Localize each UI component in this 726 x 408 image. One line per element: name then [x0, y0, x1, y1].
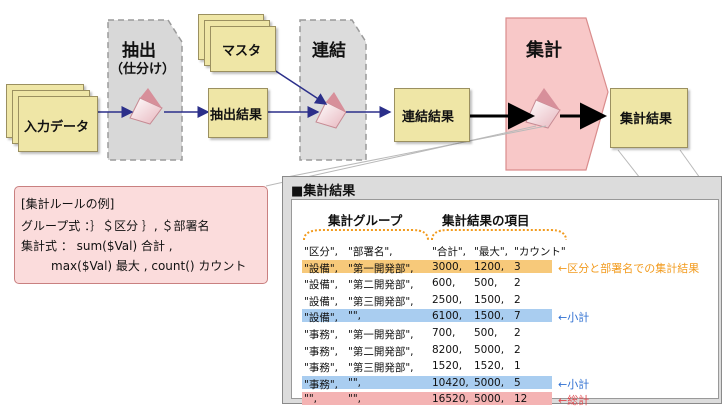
row-note: ←区分と部署名での集計結果: [558, 261, 700, 275]
table-cell: 500,: [474, 277, 498, 290]
table-cell: "事務",: [304, 362, 338, 375]
table-cell: 1500,: [474, 293, 505, 306]
table-cell: 2: [514, 343, 521, 356]
group-bracket: [303, 229, 429, 241]
row-highlight: [302, 309, 552, 323]
row-highlight: [302, 259, 552, 273]
table-cell: "",: [348, 310, 361, 323]
table-cell: "第三開発部",: [348, 362, 414, 375]
row-note: ←小計: [558, 377, 590, 391]
table-cell: 3000,: [432, 260, 463, 273]
master-label: マスタ: [222, 44, 262, 59]
table-cell: 10420,: [432, 376, 469, 389]
header-cell: "最大",: [474, 246, 508, 258]
table-cell: 700,: [432, 327, 456, 339]
rule-aggregate-expression: 集計式 ： sum($Val) 合計 ,: [21, 239, 173, 253]
table-cell: "設備",: [304, 312, 338, 325]
header-cell: "合計",: [432, 246, 466, 258]
row-highlight: [302, 375, 552, 389]
table-cell: "事務",: [304, 345, 338, 358]
table-cell: 1500,: [474, 310, 505, 323]
items-label: 集計結果の項目: [442, 213, 530, 228]
group-label: 集計グループ: [328, 213, 403, 228]
callout-line-right: [281, 125, 547, 179]
table-cell: 2: [514, 277, 521, 290]
table-cell: "",: [304, 393, 317, 406]
items-bracket: [431, 229, 567, 241]
table-cell: 2500,: [432, 293, 463, 306]
result-panel-title: ■集計結果: [291, 184, 356, 199]
table-cell: "設備",: [304, 295, 338, 308]
table-cell: "第二開発部",: [348, 345, 414, 358]
table-cell: 2: [514, 327, 521, 339]
aggregate-result-panel: ■集計結果 集計グループ 集計結果の項目 "区分", "部署名", "合計", "最大…: [282, 176, 722, 407]
input-data-label: 入力データ: [24, 120, 90, 135]
header-cell: "区分",: [304, 246, 338, 258]
table-cell: "第二開発部",: [348, 279, 414, 292]
result-table-area: 集計グループ 集計結果の項目 "区分", "部署名", "合計", "最大", "カウン…: [291, 199, 719, 407]
table-cell: "",: [348, 376, 361, 389]
table-cell: 1520,: [474, 360, 505, 373]
table-cell: 1520,: [432, 360, 463, 373]
stage-join-label: 連結: [312, 41, 346, 61]
table-cell: "",: [348, 393, 361, 406]
table-cell: 7: [514, 310, 521, 323]
stage-extract-label: 抽出: [122, 41, 156, 61]
row-note: ←総計: [558, 394, 590, 408]
stage-extract-sublabel: （仕分け）: [110, 62, 176, 77]
header-cell: "カウント": [514, 246, 566, 258]
extract-result-label: 抽出結果: [210, 108, 263, 123]
table-cell: "第一開発部",: [348, 262, 414, 275]
table-cell: 6100,: [432, 310, 463, 323]
table-cell: 600,: [432, 277, 456, 290]
table-cell: 16520,: [432, 393, 469, 406]
table-cell: 3: [514, 260, 521, 273]
table-cell: "事務",: [304, 329, 338, 341]
table-cell: 12: [514, 393, 528, 406]
rule-title: [集計ルールの例]: [21, 197, 115, 211]
rule-group-expression: グループ式 ：｝＄区分 ｝, ＄部署名: [21, 219, 210, 233]
table-cell: 1200,: [474, 260, 505, 273]
table-cell: 1: [514, 360, 521, 373]
table-cell: "事務",: [304, 378, 338, 391]
row-highlight: [302, 392, 552, 406]
callout-line-panel: [617, 149, 641, 179]
table-cell: 5000,: [474, 393, 505, 406]
table-cell: "設備",: [304, 279, 338, 292]
header-cell: "部署名",: [348, 246, 393, 258]
aggregation-rule-box: [集計ルールの例] グループ式 ：｝＄区分 ｝, ＄部署名 集計式 ： sum(…: [14, 186, 268, 284]
table-cell: 500,: [474, 327, 498, 339]
table-cell: 8200,: [432, 343, 463, 356]
bracket-overlay: [303, 229, 567, 241]
table-cell: 5000,: [474, 376, 505, 389]
row-note: ←小計: [558, 311, 590, 325]
table-cell: "第三開発部",: [348, 295, 414, 308]
table-cell: 5000,: [474, 343, 505, 356]
table-cell: "設備",: [304, 262, 338, 275]
flow-diagram: [96, 17, 701, 187]
join-result-label: 連結結果: [402, 110, 455, 125]
table-cell: 5: [514, 376, 521, 389]
aggregate-result-label: 集計結果: [620, 112, 673, 127]
rule-aggregate-expression-cont: max($Val) 最大 , count() カウント: [51, 259, 247, 273]
stage-aggregate-label: 集計: [526, 40, 562, 61]
table-cell: 2: [514, 293, 521, 306]
callout-line-panel-2: [679, 149, 701, 179]
table-cell: "第一開発部",: [348, 329, 414, 341]
